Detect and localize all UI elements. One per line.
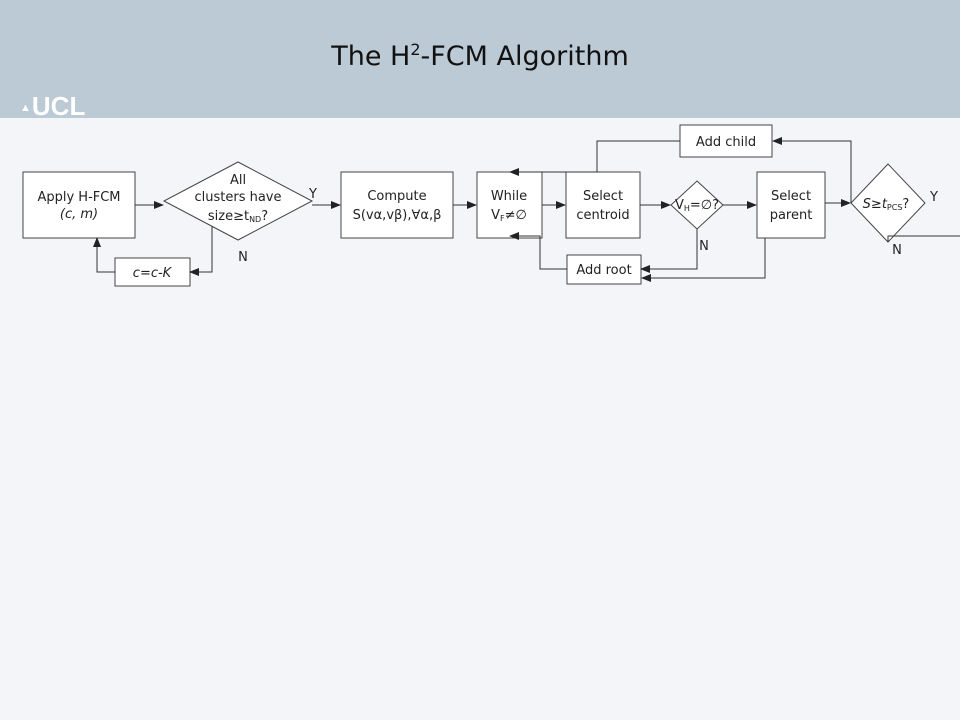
ucl-logo: ▲UCL [20,93,85,119]
compute-line-2: S(vα,vβ),∀α,β [353,208,442,223]
parent-line-1: Select [771,189,811,204]
logo-dome-icon: ▲ [20,102,31,114]
no-label-size: N [238,250,248,265]
apply-hfcm-box [22,171,136,239]
slide-title: The H2-FCM Algorithm [0,40,960,72]
select-centroid-box [565,171,641,239]
centroid-line-2: centroid [576,208,629,223]
size-decision-line-1: All [230,173,246,188]
cluster-size-decision [162,161,314,241]
add-root-text: Add root [576,263,631,278]
size-decision-line-3: size≥tND? [208,209,268,224]
arrow-root-to-while [509,232,567,270]
arrow-vh-no-to-root [640,229,698,273]
compute-line-1: Compute [367,189,426,204]
pcs-decision-text: S≥tPCS? [863,197,910,212]
no-label-vh: N [699,239,709,254]
apply-line-2: (c, m) [60,207,98,222]
title-text-end: -FCM Algorithm [420,41,629,72]
line-pcs-no [887,235,960,242]
while-line-2: VF≠∅ [491,208,527,223]
title-banner [0,0,960,118]
parent-line-2: parent [770,208,813,223]
select-parent-box [756,171,826,239]
add-root-box [566,254,642,285]
yes-label-size: Y [308,187,317,202]
compute-similarity-box [340,171,454,239]
arrow-parent-to-root [641,238,766,282]
update-c-box [114,257,191,287]
title-superscript: 2 [410,40,421,59]
arrow-decision-no [189,226,213,276]
yes-label-pcs: Y [929,190,938,205]
arrow-pcs-to-child [772,137,852,203]
arrow-child-to-while [509,140,680,176]
while-loop-box [476,171,543,239]
centroid-line-1: Select [583,189,623,204]
add-child-text: Add child [696,135,756,150]
vh-decision-text: VH=∅? [675,198,719,213]
size-decision-line-2: clusters have [194,190,281,205]
arrow-update-to-apply [93,237,115,273]
while-line-1: While [491,189,527,204]
title-text: The H [331,41,411,72]
apply-line-1: Apply H-FCM [37,190,120,205]
no-label-pcs: N [892,243,902,258]
logo-text: UCL [31,91,86,121]
update-c-text: c=c-K [133,266,173,281]
